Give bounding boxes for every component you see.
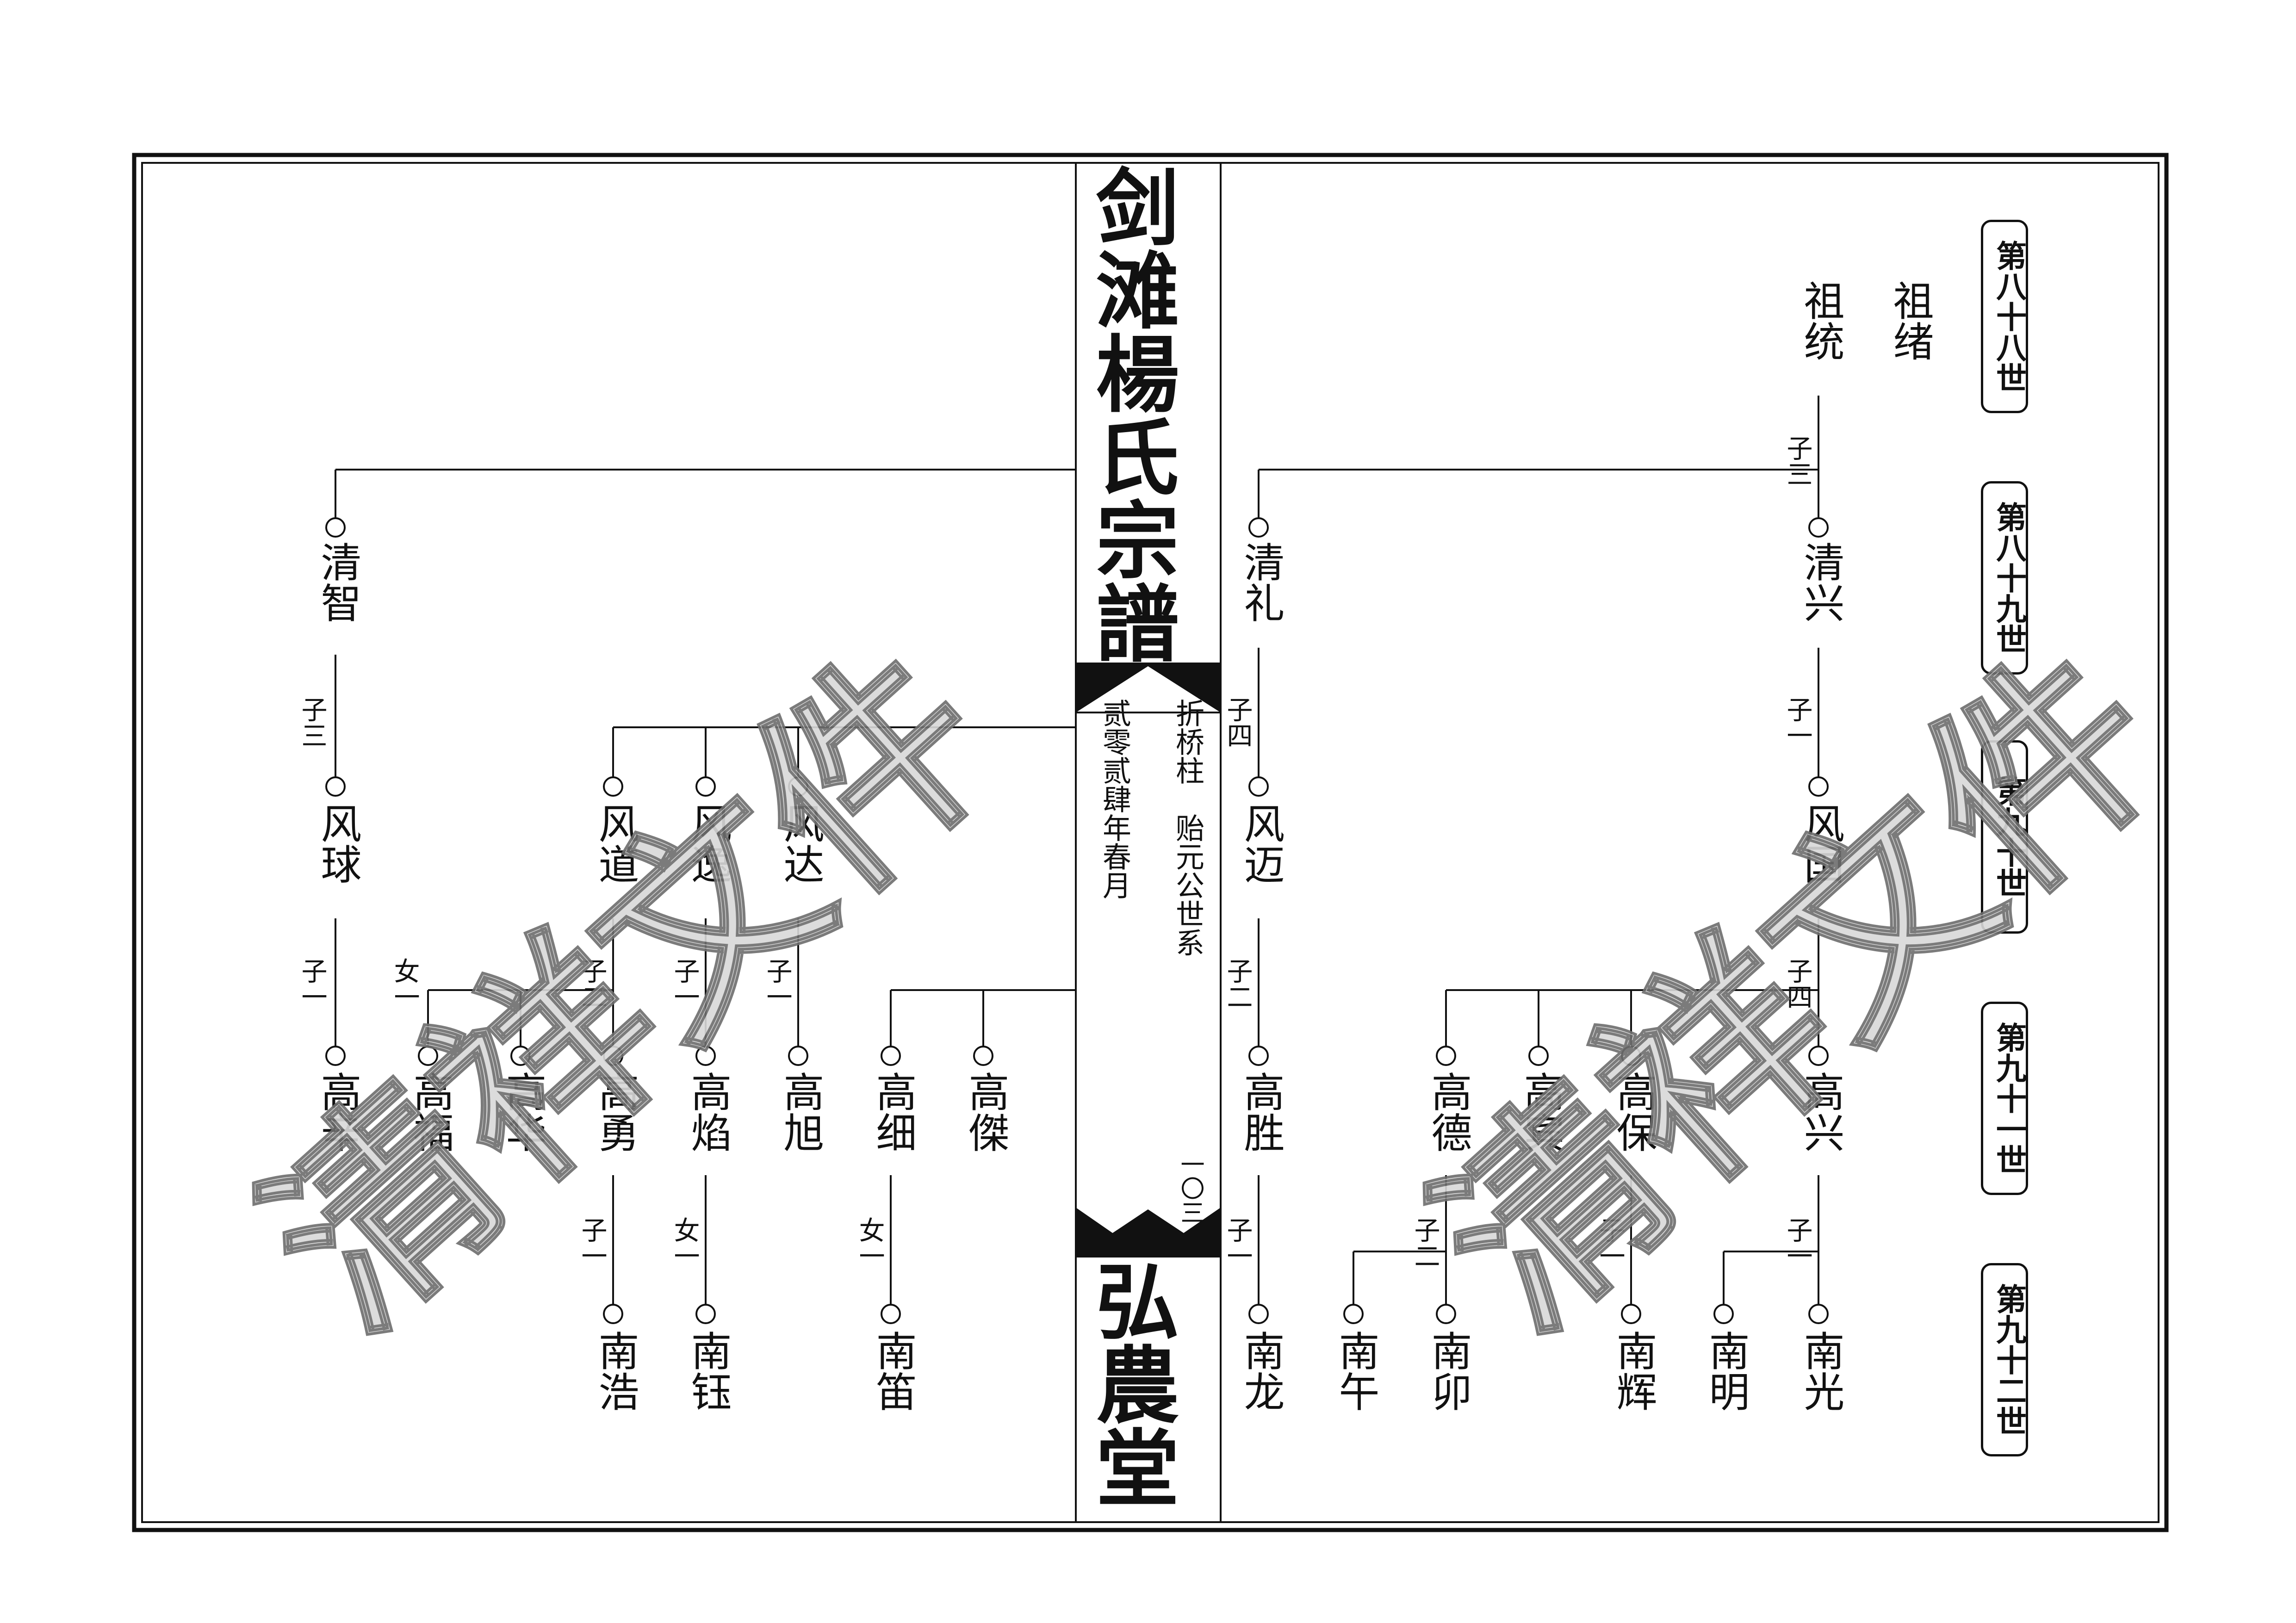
hall-name: 弘農堂 — [1081, 1258, 1179, 1508]
person-name: 风迈 — [1237, 803, 1285, 884]
child-count-label: 子一 — [1595, 1217, 1625, 1269]
child-count-label: 子一 — [1782, 1217, 1812, 1269]
child-count-label: 子二 — [1410, 1217, 1440, 1269]
child-count-label: 子一 — [297, 958, 327, 1010]
child-count-label: 子一 — [1222, 1217, 1253, 1269]
left-tree-nodes — [325, 517, 993, 1324]
child-count-label: 子一 — [577, 1217, 607, 1269]
person-name: 南辉 — [1610, 1330, 1657, 1412]
date-text: 贰零贰肆年春月 — [1098, 699, 1131, 899]
outer-border — [132, 153, 2169, 1532]
person-name: 南浩 — [592, 1330, 639, 1412]
child-count-label: 子一 — [762, 958, 792, 1010]
child-count-label: 女一 — [390, 958, 420, 1010]
inner-border — [141, 162, 2159, 1523]
person-name: 高胜 — [1237, 1071, 1285, 1152]
child-count-label: 子一 — [1782, 696, 1812, 748]
generation-label: 第八十九世 — [1981, 481, 2028, 675]
child-count-label: 子一 — [670, 958, 700, 1010]
person-name: 清礼 — [1237, 541, 1285, 623]
right-tree-lines — [1258, 396, 1819, 1305]
child-count-label: 子三 — [1782, 435, 1812, 487]
child-count-label: 子二 — [1222, 958, 1253, 1010]
person-name: 高宾 — [1517, 1071, 1565, 1152]
generation-label: 第九十世 — [1981, 740, 2028, 934]
person-name: 风球 — [314, 803, 362, 884]
person-name: 清智 — [314, 541, 362, 623]
page-number: 一〇三 — [1176, 1152, 1204, 1224]
person-name: 风达 — [777, 803, 825, 884]
ancestor-name: 祖绪 — [1886, 280, 1934, 361]
person-name: 南钰 — [684, 1330, 732, 1412]
person-name: 高兴 — [1797, 1071, 1845, 1152]
person-name: 南明 — [1702, 1330, 1750, 1412]
person-name: 高德 — [1425, 1071, 1472, 1152]
person-name: 南卯 — [1425, 1330, 1472, 1412]
person-name: 高保 — [1610, 1071, 1657, 1152]
person-name: 高傑 — [962, 1071, 1010, 1152]
person-name: 风国 — [1797, 803, 1845, 884]
generation-label: 第八十八世 — [1981, 220, 2028, 413]
fishtail-top — [1076, 663, 1221, 712]
person-name: 南午 — [1332, 1330, 1380, 1412]
fishtail-bottom-block — [1076, 1208, 1221, 1258]
person-name: 高辛 — [314, 1071, 362, 1152]
person-name: 风逸 — [684, 803, 732, 884]
person-name: 南光 — [1797, 1330, 1845, 1412]
person-name: 高华 — [499, 1071, 547, 1152]
child-count-label: 子二 — [577, 958, 607, 1010]
generation-label: 第九十二世 — [1981, 1263, 2028, 1456]
person-name: 高焰 — [684, 1071, 732, 1152]
person-name: 风道 — [592, 803, 639, 884]
book-title: 剑滩楊氏宗譜 — [1081, 164, 1179, 664]
child-count-label: 子三 — [297, 696, 327, 748]
right-tree-nodes — [1248, 517, 1829, 1324]
lineage-text: 折桥柱 贻元公世系 — [1171, 699, 1204, 957]
person-name: 高旭 — [777, 1071, 825, 1152]
person-name: 南龙 — [1237, 1330, 1285, 1412]
person-name: 清兴 — [1797, 541, 1845, 623]
child-count-label: 女一 — [855, 1217, 885, 1269]
left-tree-lines — [335, 469, 1076, 1305]
child-count-label: 子四 — [1222, 696, 1253, 748]
child-count-label: 子四 — [1782, 958, 1812, 1010]
person-name: 高勇 — [592, 1071, 639, 1152]
person-name: 南笛 — [869, 1330, 917, 1412]
person-name: 高福 — [407, 1071, 454, 1152]
child-count-label: 女一 — [670, 1217, 700, 1269]
generation-label: 第九十一世 — [1981, 1002, 2028, 1195]
ancestor-name: 祖统 — [1797, 280, 1845, 361]
person-name: 高细 — [869, 1071, 917, 1152]
